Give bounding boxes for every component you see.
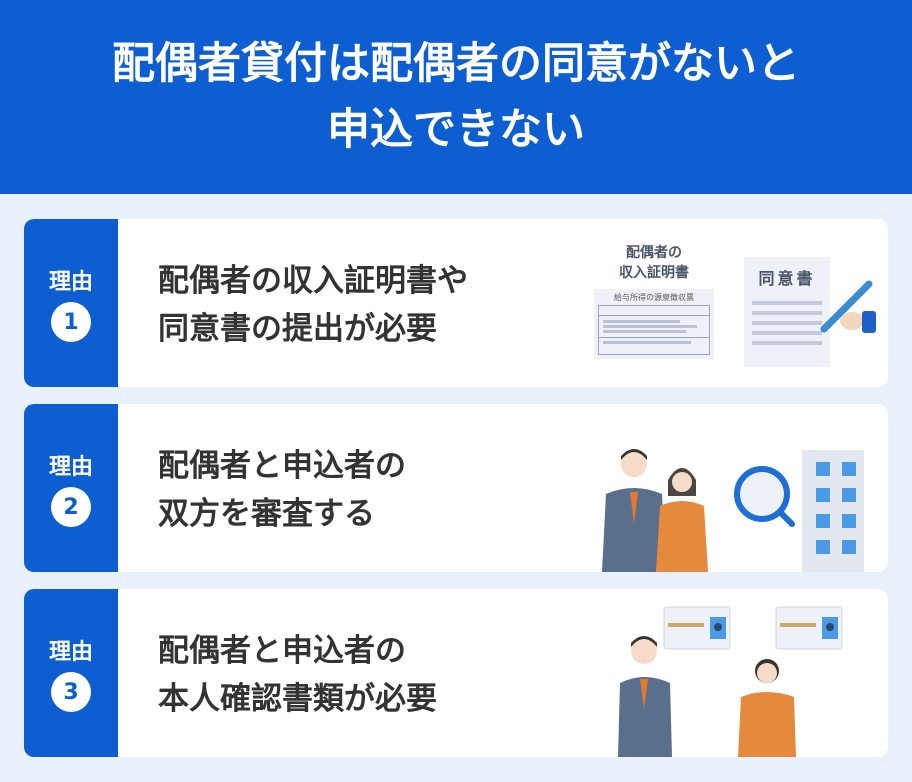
withholding-slip-title: 給与所得の源泉徴収票: [614, 293, 694, 302]
reason-badge: 理由 3: [24, 589, 118, 757]
reason-card-3: 理由 3 配偶者と申込者の 本人確認書類が必要: [24, 589, 888, 757]
income-certificate-illustration: 配偶者の 収入証明書 給与所得の源泉徴収票: [594, 243, 714, 359]
income-doc-title-1: 配偶者の: [626, 245, 682, 261]
reason-line-2: 本人確認書類が必要: [158, 681, 437, 717]
reason-label: 理由: [48, 455, 93, 480]
reason-line-1: 配偶者の収入証明書や: [158, 263, 468, 299]
page-title: 配偶者貸付は配偶者の同意がないと 申込できない: [112, 31, 800, 163]
consent-form-title: 同意書: [758, 269, 816, 288]
reason-badge: 理由 1: [24, 219, 118, 387]
reason-label: 理由: [48, 270, 93, 295]
consent-form-icon: 同意書: [744, 257, 830, 367]
reason-number: 2: [51, 487, 91, 527]
title-line-2: 申込できない: [327, 105, 585, 155]
withholding-slip-icon: 給与所得の源泉徴収票: [594, 289, 714, 359]
reason-line-1: 配偶者と申込者の: [158, 448, 406, 484]
id-documents-illustration: [618, 606, 843, 757]
screening-illustration: [602, 449, 864, 572]
id-card-icon: [663, 606, 731, 650]
reason-line-2: 同意書の提出が必要: [158, 311, 437, 347]
reason-text: 配偶者の収入証明書や 同意書の提出が必要: [158, 257, 468, 353]
reason-number: 1: [51, 302, 91, 342]
reason-label: 理由: [48, 640, 93, 665]
pen-hand-icon: [820, 280, 876, 333]
id-card-icon: [775, 606, 843, 650]
reason-card-2: 理由 2 配偶者と申込者の 双方を審査する: [24, 404, 888, 572]
income-doc-title-2: 収入証明書: [619, 265, 689, 281]
reason-text: 配偶者と申込者の 双方を審査する: [158, 442, 406, 538]
reason-number: 3: [51, 672, 91, 712]
header-banner: 配偶者貸付は配偶者の同意がないと 申込できない: [0, 0, 912, 194]
reason-line-2: 双方を審査する: [158, 496, 375, 532]
title-line-1: 配偶者貸付は配偶者の同意がないと: [112, 39, 800, 89]
reason-badge: 理由 2: [24, 404, 118, 572]
reason-text: 配偶者と申込者の 本人確認書類が必要: [158, 627, 437, 723]
reason-line-1: 配偶者と申込者の: [158, 633, 406, 669]
reason-card-1: 理由 1 配偶者の収入証明書や 同意書の提出が必要 配偶者の 収入証明書 給与所…: [24, 219, 888, 387]
